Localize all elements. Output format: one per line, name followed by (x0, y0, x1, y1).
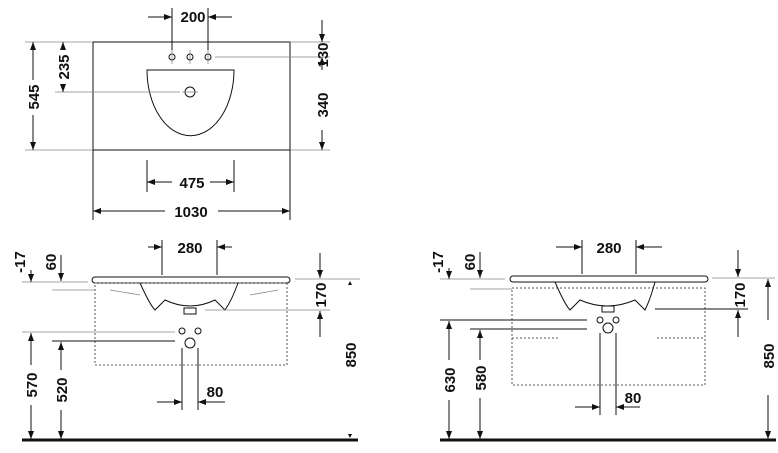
tap-holes (168, 50, 212, 64)
dim-minus-offset: -17 (430, 251, 447, 273)
dim-supply-height: 570 (24, 372, 41, 397)
dim-waste-height: 520 (54, 377, 71, 402)
dim-tap-spacing: 280 (596, 240, 621, 257)
supply-fittings (178, 327, 202, 349)
vanity-cabinet (94, 282, 288, 366)
dim-basin-depth: 170 (313, 282, 330, 307)
dim-total-height: 850 (761, 343, 778, 368)
countertop (509, 275, 709, 283)
top-view: 200 545 235 130 340 475 1030 (25, 8, 332, 221)
dim-tap-spacing-top: 200 (180, 9, 205, 26)
dim-total-height: 850 (343, 342, 360, 367)
dim-total-width: 1030 (174, 204, 207, 221)
dim-depth: 545 (26, 84, 43, 109)
dim-front-to-taps: 130 (315, 42, 332, 67)
supply-fittings (596, 316, 620, 334)
dim-minus-offset: -17 (12, 251, 29, 273)
countertop (91, 276, 291, 284)
dim-waste-height: 580 (473, 365, 490, 390)
dim-basin-width: 475 (179, 175, 204, 192)
dim-basin-depth: 170 (732, 282, 749, 307)
dim-supply-height: 630 (442, 367, 459, 392)
dim-waste-offset: 80 (625, 390, 642, 407)
front-view-left: 280 -17 60 170 850 570 520 80 (12, 240, 360, 442)
dim-tap-spacing: 280 (177, 240, 202, 257)
vanity-cabinet (511, 287, 706, 386)
washbasin-outline-top (92, 41, 291, 151)
dim-taps-to-back: 340 (315, 92, 332, 117)
dim-waste-offset: 80 (207, 384, 224, 401)
basin-bowl (146, 69, 235, 137)
dim-rim-offset: 60 (462, 254, 479, 271)
front-view-right: 280 -17 60 170 850 630 580 80 (430, 240, 778, 442)
dim-rim-offset: 60 (43, 254, 60, 271)
dim-tap-to-drain: 235 (56, 54, 73, 79)
